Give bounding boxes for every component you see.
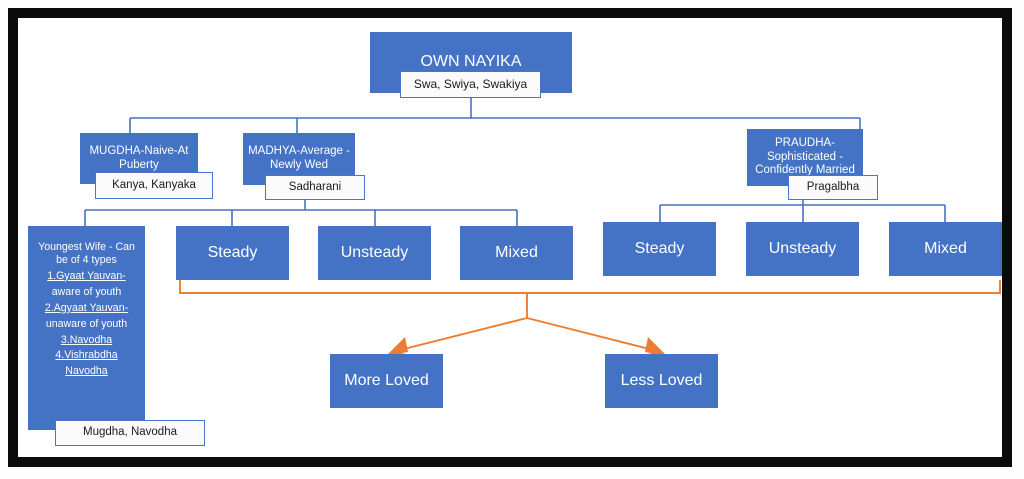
- node-madhya-steady[interactable]: Steady: [176, 226, 289, 280]
- detail-item-1: 1.Gyaat Yauvan-: [47, 269, 126, 282]
- node-label: OWN NAYIKA: [420, 53, 522, 71]
- tag-label: Pragalbha: [806, 180, 860, 193]
- node-label: Steady: [634, 239, 685, 257]
- detail-heading: Youngest Wife - Can be of 4 types: [38, 241, 135, 266]
- node-mugdha-detail[interactable]: Youngest Wife - Can be of 4 types 1.Gyaa…: [28, 226, 145, 430]
- node-praudha-mixed[interactable]: Mixed: [889, 222, 1002, 276]
- node-label: MUGDHA-Naive-At Puberty: [89, 144, 189, 171]
- node-label: Mixed: [495, 243, 538, 261]
- node-praudha-unsteady[interactable]: Unsteady: [746, 222, 859, 276]
- detail-item-2b: unaware of youth: [45, 317, 128, 330]
- node-madhya-unsteady[interactable]: Unsteady: [318, 226, 431, 280]
- node-label: PRAUDHA-Sophisticated - Confidently Marr…: [755, 137, 855, 177]
- tag-mugdha[interactable]: Kanya, Kanyaka: [95, 172, 213, 199]
- node-less-loved[interactable]: Less Loved: [605, 354, 718, 408]
- tag-madhya[interactable]: Sadharani: [265, 175, 365, 200]
- tag-label: Sadharani: [288, 180, 342, 193]
- node-label: Steady: [207, 243, 258, 261]
- detail-item-4: 4.Vishrabdha: [55, 349, 118, 362]
- node-label: Less Loved: [620, 371, 703, 389]
- node-praudha-steady[interactable]: Steady: [603, 222, 716, 276]
- tag-praudha[interactable]: Pragalbha: [788, 175, 878, 200]
- node-more-loved[interactable]: More Loved: [330, 354, 443, 408]
- detail-item-1b: aware of youth: [51, 285, 122, 298]
- tag-own-nayika[interactable]: Swa, Swiya, Swakiya: [400, 71, 541, 98]
- node-madhya-mixed[interactable]: Mixed: [460, 226, 573, 280]
- tag-label: Swa, Swiya, Swakiya: [413, 76, 528, 91]
- node-label: More Loved: [344, 371, 429, 389]
- tag-label: Kanya, Kanyaka: [112, 178, 196, 191]
- detail-item-2: 2.Agyaat Yauvan-: [44, 301, 129, 314]
- node-label: MADHYA-Average - Newly Wed: [248, 145, 350, 171]
- detail-item-4b: Navodha: [65, 365, 108, 378]
- tag-mugdha-navodha[interactable]: Mugdha, Navodha: [55, 420, 205, 446]
- tag-label: Mugdha, Navodha: [83, 426, 177, 439]
- node-label: Unsteady: [340, 243, 409, 261]
- node-label: Mixed: [924, 239, 967, 257]
- node-label: Unsteady: [768, 239, 837, 257]
- detail-item-3: 3.Navodha: [60, 333, 113, 346]
